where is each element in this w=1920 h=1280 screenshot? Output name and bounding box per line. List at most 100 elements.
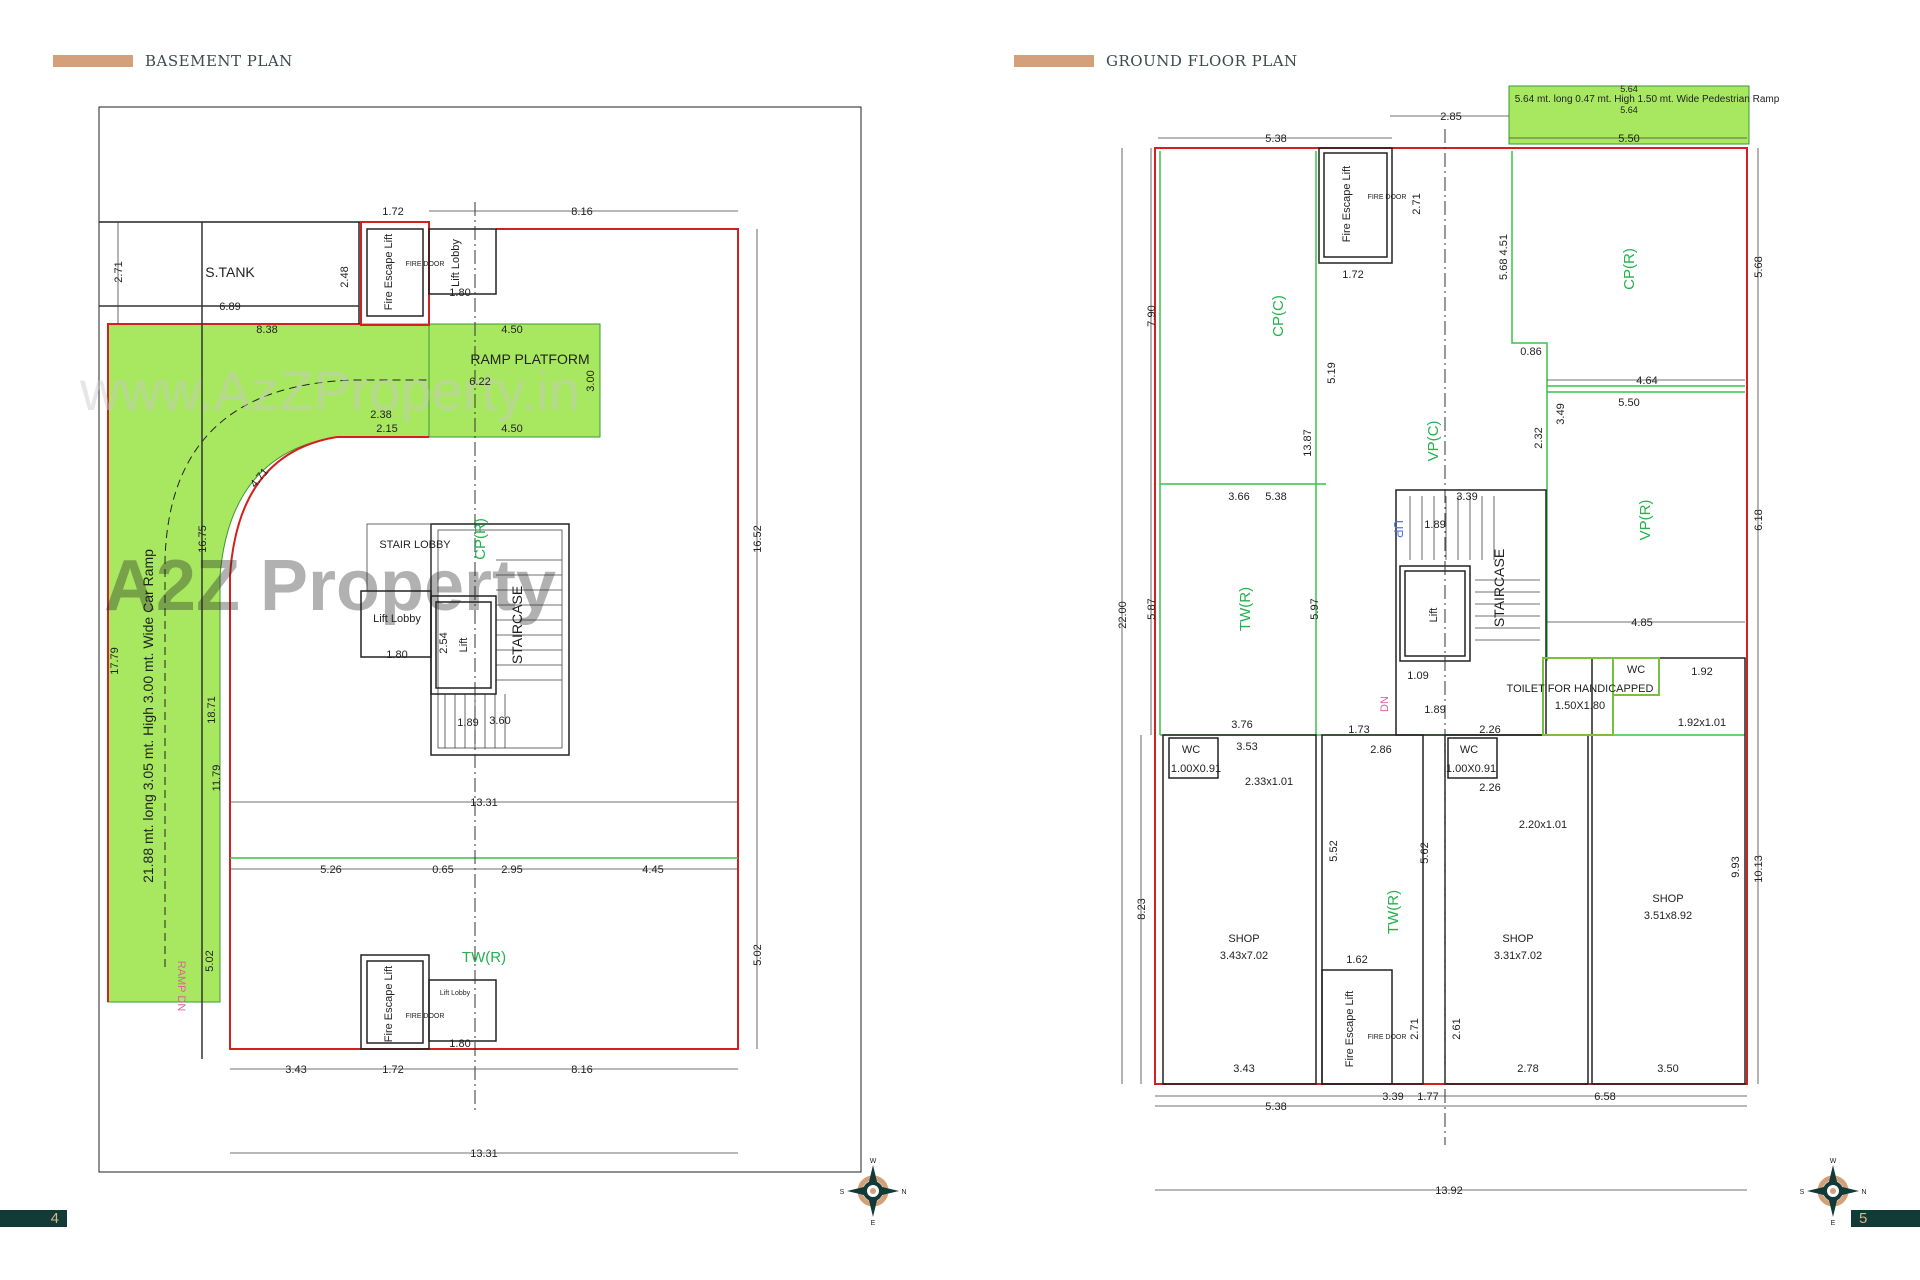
dim: 1.89 bbox=[1424, 704, 1445, 716]
label-fire-escape-lift: Fire Escape Lift bbox=[383, 966, 395, 1042]
lift-lobby-bottom bbox=[428, 979, 497, 1042]
compass-s: S bbox=[840, 1189, 845, 1196]
label-stair-lobby: STAIR LOBBY bbox=[379, 539, 451, 551]
parking-zone-lines bbox=[1159, 151, 1745, 736]
dim: 5.52 bbox=[1328, 840, 1340, 861]
dim: 2.95 bbox=[501, 864, 522, 876]
stair-treads bbox=[1409, 496, 1540, 641]
dim: 5.64 bbox=[1620, 84, 1638, 94]
lift-lobby-mid bbox=[360, 590, 432, 658]
dim: 5.02 bbox=[204, 950, 216, 971]
dim: 1.80 bbox=[449, 287, 470, 299]
basement-title: BASEMENT PLAN bbox=[145, 52, 293, 70]
label-wc: WC bbox=[1627, 664, 1645, 676]
label-toilet-handicapped: TOILET FOR HANDICAPPED bbox=[1507, 683, 1654, 695]
dim: 4.50 bbox=[501, 423, 522, 435]
dim: 1.72 bbox=[382, 1064, 403, 1076]
dim: 16.52 bbox=[752, 525, 764, 553]
dim: 5.38 bbox=[1265, 133, 1286, 145]
dim: 2.15 bbox=[376, 423, 397, 435]
compass-s: S bbox=[1800, 1189, 1805, 1196]
lift-car-top bbox=[1323, 152, 1388, 258]
wc-1 bbox=[1168, 737, 1219, 779]
label-shop: SHOP bbox=[1228, 933, 1259, 945]
dim: 1.62 bbox=[1346, 954, 1367, 966]
dim: 4.64 bbox=[1636, 375, 1657, 387]
dim: 5.62 bbox=[1419, 842, 1431, 863]
dim: 1.00X0.91 bbox=[1171, 763, 1221, 775]
dim: 5.50 bbox=[1618, 133, 1639, 145]
label-lift-lobby: Lift Lobby bbox=[440, 990, 471, 997]
dim: 10.13 bbox=[1753, 855, 1765, 883]
dim: 1.77 bbox=[1417, 1091, 1438, 1103]
dim: 8.16 bbox=[571, 1064, 592, 1076]
label-up: UP bbox=[1391, 520, 1406, 538]
dim: 2.33x1.01 bbox=[1245, 776, 1293, 788]
dim: 6.22 bbox=[469, 376, 490, 388]
accent-bar bbox=[1014, 55, 1094, 67]
dim: 3.00 bbox=[585, 370, 597, 391]
plan-frame bbox=[98, 106, 862, 1173]
dim: 0.86 bbox=[1520, 346, 1541, 358]
lift-car bbox=[1404, 570, 1466, 657]
wc-2 bbox=[1447, 737, 1498, 779]
dim: 3.43 bbox=[285, 1064, 306, 1076]
compass-n: N bbox=[1861, 1189, 1866, 1196]
shop-3 bbox=[1444, 734, 1589, 1085]
pedestrian-ramp-area bbox=[1508, 85, 1750, 145]
ramp-platform-area bbox=[428, 323, 601, 438]
dim: 8.38 bbox=[256, 324, 277, 336]
label-tw-r: TW(R) bbox=[462, 949, 506, 966]
fire-escape-lift-top bbox=[1318, 147, 1393, 264]
label-shop: SHOP bbox=[1502, 933, 1533, 945]
dim: 4.45 bbox=[642, 864, 663, 876]
label-lift-lobby: Lift Lobby bbox=[373, 613, 421, 625]
fire-escape-lift-bottom bbox=[360, 954, 430, 1050]
lift-car bbox=[435, 601, 492, 689]
lift-car-top bbox=[366, 228, 424, 317]
label-lift-lobby: Lift Lobby bbox=[450, 239, 462, 287]
dim: 5.97 bbox=[1309, 598, 1321, 619]
dim: 4.85 bbox=[1631, 617, 1652, 629]
ground-header: GROUND FLOOR PLAN bbox=[1014, 52, 1298, 70]
dim: 2.38 bbox=[370, 409, 391, 421]
label-ramp-platform: RAMP PLATFORM bbox=[470, 351, 589, 367]
dim: 3.53 bbox=[1236, 741, 1257, 753]
watermark-url: www.AzZProperty.in bbox=[79, 359, 580, 422]
dim: 1.92x1.01 bbox=[1678, 717, 1726, 729]
dim: 4.50 bbox=[501, 324, 522, 336]
lift-car-bottom bbox=[366, 960, 424, 1044]
label-tw-r: TW(R) bbox=[1237, 587, 1254, 631]
dim: 1.73 bbox=[1348, 724, 1369, 736]
page-number-left: 4 bbox=[0, 1210, 67, 1227]
shop-1 bbox=[1162, 734, 1317, 1085]
dim: 3.43x7.02 bbox=[1220, 950, 1268, 962]
label-staircase: STAIRCASE bbox=[1491, 549, 1507, 627]
dim: 3.31x7.02 bbox=[1494, 950, 1542, 962]
dim: 5.64 bbox=[1620, 105, 1638, 115]
dim: 5.68 4.51 bbox=[1498, 234, 1510, 280]
dim: 2.71 bbox=[1411, 193, 1423, 214]
dim: 2.20x1.01 bbox=[1519, 819, 1567, 831]
basement-plan: www.AzZProperty.in A2Z Property S.TANK 2… bbox=[79, 106, 862, 1173]
dim: 13.31 bbox=[470, 1148, 498, 1160]
label-fire-door: FIRE DOOR bbox=[406, 261, 445, 268]
dim: 1.50X1.80 bbox=[1555, 700, 1605, 712]
dim: 1.09 bbox=[1407, 670, 1428, 682]
dim: 2.78 bbox=[1517, 1063, 1538, 1075]
handicap-toilet bbox=[1542, 657, 1614, 736]
dim: 13.92 bbox=[1435, 1185, 1463, 1197]
dim: 2.71 bbox=[113, 261, 125, 282]
basement-outer-wall bbox=[229, 228, 739, 1050]
dim: 1.80 bbox=[449, 1038, 470, 1050]
dim: 3.51x8.92 bbox=[1644, 910, 1692, 922]
dim: 2.71 bbox=[1409, 1018, 1421, 1039]
label-lift: Lift bbox=[458, 638, 470, 653]
dim: 3.49 bbox=[1555, 403, 1567, 424]
compass-n: N bbox=[901, 1189, 906, 1196]
wc-3 bbox=[1612, 657, 1660, 696]
compass-e: E bbox=[1831, 1220, 1836, 1227]
page-number-right: 5 bbox=[1851, 1210, 1920, 1227]
dim: 3.50 bbox=[1657, 1063, 1678, 1075]
tw-r-bay bbox=[1321, 734, 1424, 1085]
